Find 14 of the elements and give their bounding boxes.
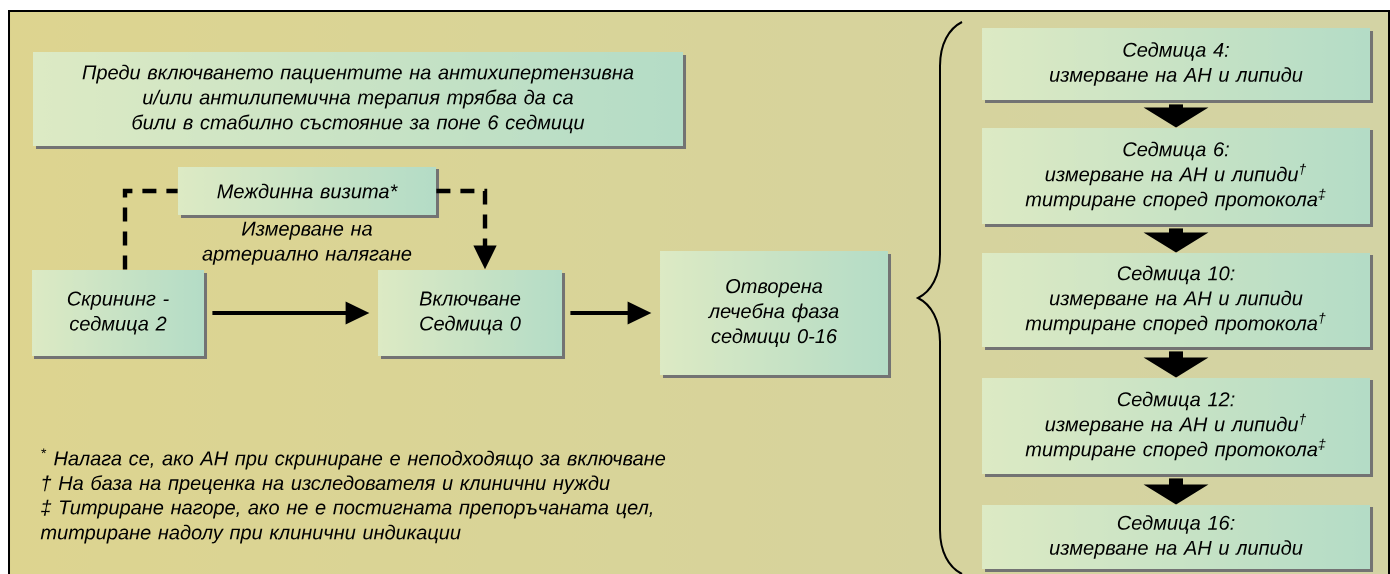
caption-text: Измерване на артериално налягане [202,221,412,265]
week-box: Седмица 16: измерване на АН и липиди [982,505,1373,572]
step-box: Междинна визита* [178,167,439,218]
footnote-text: † На база на преценка на изследователя и клинични нужди [42,475,610,495]
note-box: Преди включването пациентите на антихипертензивна и/или антилипемична терапия трябва да са били в стабилно състояние за поне 6 седмици [33,52,686,149]
week-box: Седмица 4: измерване на АН и липиди [982,28,1373,103]
week-box: Седмица 12: измерване на АН и липиди$^{†}$ титриране според протокола$^{‡}$ [982,378,1373,477]
week-box: Седмица 6: измерване на АН и липиди$^{†}$ титриране според протокола$^{‡}$ [982,128,1373,227]
week-box: Седмица 10: измерване на АН и липиди титриране според протокола$^{†}$ [982,253,1373,350]
step-box: Отворена лечебна фаза седмици 0-16 [660,251,891,378]
footnote-text: ‡ Титриране нагоре, ако не е постигната препоръчаната цел, титриране надолу при клинични индикации [40,499,653,544]
footnote-text: $^{*}$ Налага се, ако АН при скриниране е неподходящо за включване [41,448,666,470]
step-box: Скрининг - седмица 2 [32,270,207,359]
step-box: Включване Седмица 0 [378,270,565,359]
